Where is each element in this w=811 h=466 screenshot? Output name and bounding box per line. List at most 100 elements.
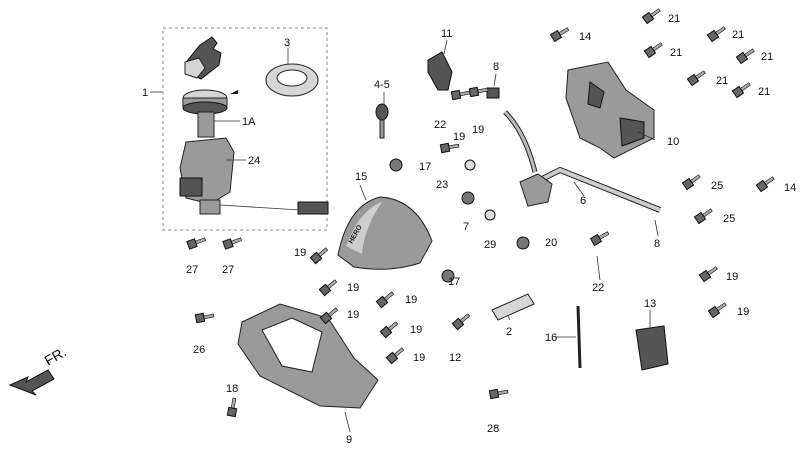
bolt-icon [681,174,701,191]
label-19-d: 19 [737,306,749,318]
bolt-icon [706,26,726,43]
bolt-icon [439,142,460,154]
label-7: 7 [463,221,469,233]
bolt-icon [309,247,329,265]
part-16-rod [576,305,582,369]
front-arrow-icon [8,369,55,396]
label-21-b: 21 [732,29,744,41]
label-19-c: 19 [726,271,738,283]
label-19-b: 19 [472,124,484,136]
bolt-icon [693,208,713,225]
label-8-bottom: 8 [654,238,660,250]
label-19-e: 19 [294,247,306,259]
bolt-icon [641,8,661,25]
front-direction-indicator: FR. [8,343,69,396]
bolt-icon [686,70,706,87]
part-10-handle-cover [565,61,655,159]
label-21-c: 21 [670,47,682,59]
bolt-icon [379,321,399,339]
bolt-icon [318,279,338,297]
bolt-icon [222,237,243,250]
label-19-a: 19 [453,131,465,143]
label-29: 29 [484,239,496,251]
label-19-i: 19 [410,324,422,336]
label-16: 16 [545,332,557,344]
label-25-b: 25 [723,213,735,225]
label-2: 2 [506,326,512,338]
washer-icon [464,159,476,171]
label-23: 23 [436,179,448,191]
assembly-1-box [162,27,328,231]
bolt-icon [451,313,471,331]
label-17-b: 17 [448,276,460,288]
label-11: 11 [441,28,452,40]
bolt-icon [186,237,207,250]
label-24: 24 [248,155,260,167]
bolt-icon [698,266,718,283]
leader-lines [150,39,659,433]
label-17-a: 17 [419,161,431,173]
label-19-f: 19 [347,282,359,294]
label-22-b: 22 [592,282,604,294]
label-9: 9 [346,434,352,446]
label-18: 18 [226,383,238,395]
bolt-icon [468,86,489,98]
label-22-a: 22 [434,119,446,131]
label-4-5: 4-5 [374,79,390,91]
part-11-bracket [427,51,453,91]
bolt-icon [755,176,775,193]
label-28: 28 [487,423,499,435]
nut-icon [461,191,475,205]
switch-body [179,137,329,215]
label-12: 12 [449,352,461,364]
label-21-f: 21 [758,86,770,98]
label-26: 26 [193,344,205,356]
label-25-a: 25 [711,180,723,192]
washer-icon [484,209,496,221]
part-9-front-cover [237,303,379,409]
label-20: 20 [545,237,557,249]
bolts-group [186,8,775,418]
label-19-j: 19 [413,352,425,364]
label-19-h: 19 [347,309,359,321]
label-1a: 1A [242,116,256,128]
part-8-grommet-top [486,87,500,99]
part-6-handlebar [503,110,662,213]
label-10: 10 [667,136,679,148]
label-1: 1 [142,87,148,99]
label-19-g: 19 [405,294,417,306]
ignition-key-top [184,36,222,80]
bolt-icon [385,347,405,365]
part-13-switch [635,325,669,371]
label-21-a: 21 [668,13,680,25]
bolt-icon [643,42,663,59]
bolt-icon [319,307,339,325]
part-3-cover-ring [265,63,319,97]
part-15-visor: HERO [337,196,433,270]
bolt-icon [707,302,727,319]
bolt-icon [375,291,395,309]
label-14-a: 14 [579,31,591,43]
label-15: 15 [355,171,367,183]
arrow-marker [230,90,238,94]
bolt-icon [194,312,215,324]
label-14-b: 14 [784,182,796,194]
label-27-a: 27 [186,264,198,276]
label-21-d: 21 [761,51,773,63]
bolt-icon [226,397,238,418]
part-number-labels: 1 1A 24 3 4-5 11 8 19 19 22 17 23 7 29 2… [142,13,796,446]
bolt-icon [731,82,751,99]
label-21-e: 21 [716,75,728,87]
part-2-plate [491,293,535,321]
part-4-5-key [375,103,389,139]
label-8-top: 8 [493,61,499,73]
label-27-b: 27 [222,264,234,276]
nut-icon [516,236,530,250]
label-6: 6 [580,195,586,207]
bolt-icon [450,89,471,101]
label-13: 13 [644,298,656,310]
label-3: 3 [284,37,290,49]
lock-cylinder [182,89,228,138]
